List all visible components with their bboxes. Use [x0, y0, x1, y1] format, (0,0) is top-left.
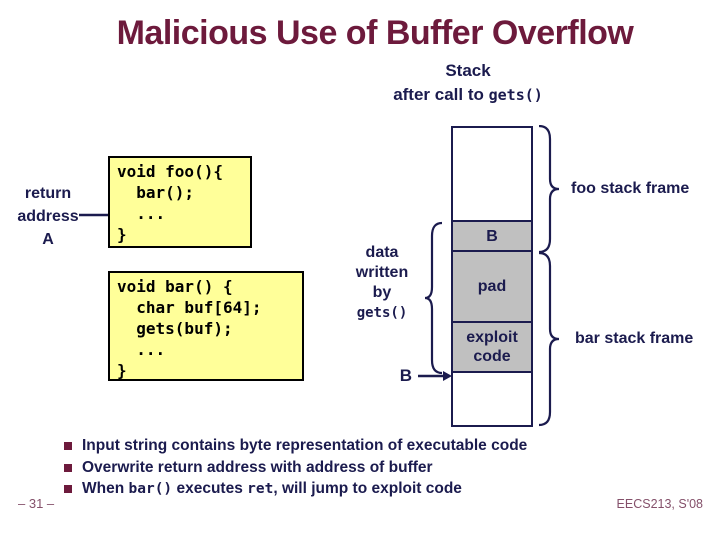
slide-title: Malicious Use of Buffer Overflow: [116, 14, 634, 52]
stack-cell-pad: pad: [453, 252, 531, 323]
bullet-1-text: Input string contains byte representatio…: [82, 437, 528, 454]
stack-subtitle: Stack after call to gets(): [358, 59, 578, 107]
return-address-line2: address: [17, 208, 79, 225]
bullet-3-part2: executes: [172, 480, 248, 497]
bullet-item-3: When bar() executes ret, will jump to ex…: [64, 480, 527, 502]
bar-code-box: void bar() { char buf[64]; gets(buf); ..…: [108, 271, 304, 381]
foo-code-box: void foo(){ bar(); ... }: [108, 156, 252, 248]
bullet-3-text: When bar() executes ret, will jump to ex…: [82, 480, 462, 498]
data-written-gets-code: gets(): [356, 305, 408, 321]
bullet-square-icon: [64, 442, 72, 450]
bullet-item-2: Overwrite return address with address of…: [64, 459, 527, 481]
foo-frame-label: foo stack frame: [571, 180, 690, 197]
subtitle-line2: after call to gets(): [358, 83, 578, 107]
subtitle-gets-code: gets(): [488, 86, 543, 104]
stack-diagram: B pad exploit code: [451, 126, 533, 427]
stack-cell-b: B: [453, 222, 531, 252]
return-address-label: return address A: [6, 182, 90, 251]
bar-frame-brace-icon: [538, 251, 560, 427]
return-address-line3: A: [42, 231, 54, 248]
bar-frame-label: bar stack frame: [575, 330, 694, 347]
subtitle-line2-text: after call to: [393, 85, 489, 104]
bullet-3-ret-code: ret: [247, 481, 274, 497]
bullet-2-text: Overwrite return address with address of…: [82, 458, 433, 476]
stack-cell-bottom: [453, 373, 531, 425]
data-written-label: data written by gets(): [342, 243, 422, 323]
return-address-line1: return: [24, 185, 72, 202]
course-footer: EECS213, S'08: [616, 497, 703, 511]
stack-cell-exploit-code: exploit code: [453, 323, 531, 373]
b-pointer-label: B: [399, 366, 412, 385]
data-written-brace-icon: [424, 221, 443, 375]
bullet-3-part1: When: [82, 480, 129, 497]
stack-cell-foo-frame: [453, 128, 531, 222]
subtitle-line1: Stack: [445, 61, 491, 80]
bullet-3-bar-code: bar(): [128, 481, 173, 497]
bullet-3-part3: , will jump to exploit code: [273, 480, 462, 497]
foo-frame-brace-icon: [538, 125, 560, 253]
bullet-list: Input string contains byte representatio…: [64, 437, 527, 502]
b-pointer-arrow-icon: [418, 371, 452, 381]
data-written-line2: written: [355, 264, 409, 281]
page-number: – 31 –: [18, 496, 55, 511]
bullet-item-1: Input string contains byte representatio…: [64, 437, 527, 459]
data-written-line1: data: [365, 244, 399, 261]
bullet-square-icon: [64, 463, 72, 472]
data-written-line3: by: [372, 284, 392, 301]
bullet-square-icon: [64, 485, 72, 493]
